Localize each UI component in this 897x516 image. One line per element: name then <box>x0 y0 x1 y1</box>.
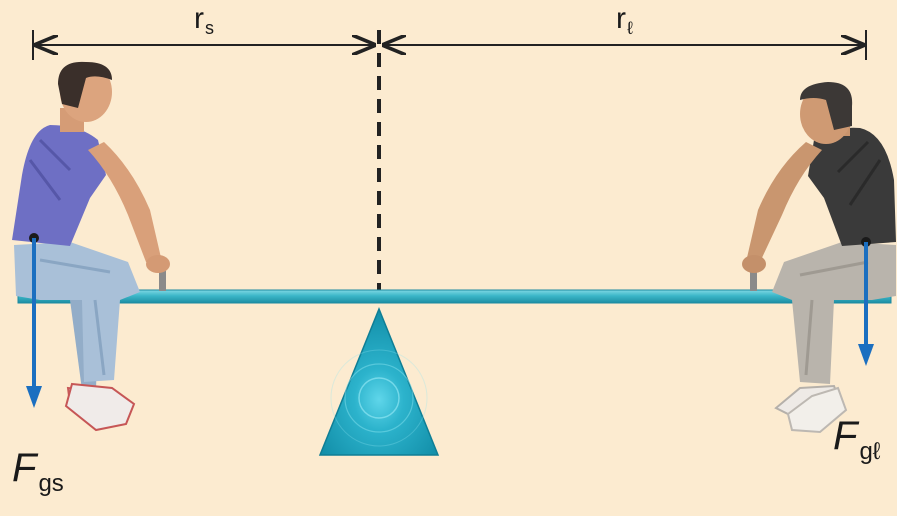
handle-right <box>750 266 757 291</box>
label-force-small: Fgs <box>12 446 64 497</box>
dimension-r-small <box>32 30 374 60</box>
person-left-icon <box>12 61 170 432</box>
handle-left <box>159 266 166 291</box>
force-arrow-right <box>858 237 874 366</box>
force-arrow-left <box>26 233 42 408</box>
label-r-large: rℓ <box>616 2 633 38</box>
label-force-small-main: F <box>12 446 37 490</box>
label-force-large: Fgℓ <box>833 414 881 465</box>
label-force-large-main: F <box>833 414 858 458</box>
label-r-small: rs <box>194 2 214 38</box>
label-force-small-sub: gs <box>38 470 64 497</box>
label-r-small-sub: s <box>205 18 214 38</box>
label-r-small-main: r <box>194 2 204 35</box>
label-r-large-sub: ℓ <box>627 18 633 38</box>
person-right-icon <box>742 82 896 434</box>
label-r-large-main: r <box>616 2 626 35</box>
dimension-r-large <box>384 30 867 60</box>
fulcrum-triangle-icon <box>318 306 440 456</box>
seesaw-board <box>17 289 892 304</box>
label-force-large-sub: gℓ <box>859 438 881 465</box>
